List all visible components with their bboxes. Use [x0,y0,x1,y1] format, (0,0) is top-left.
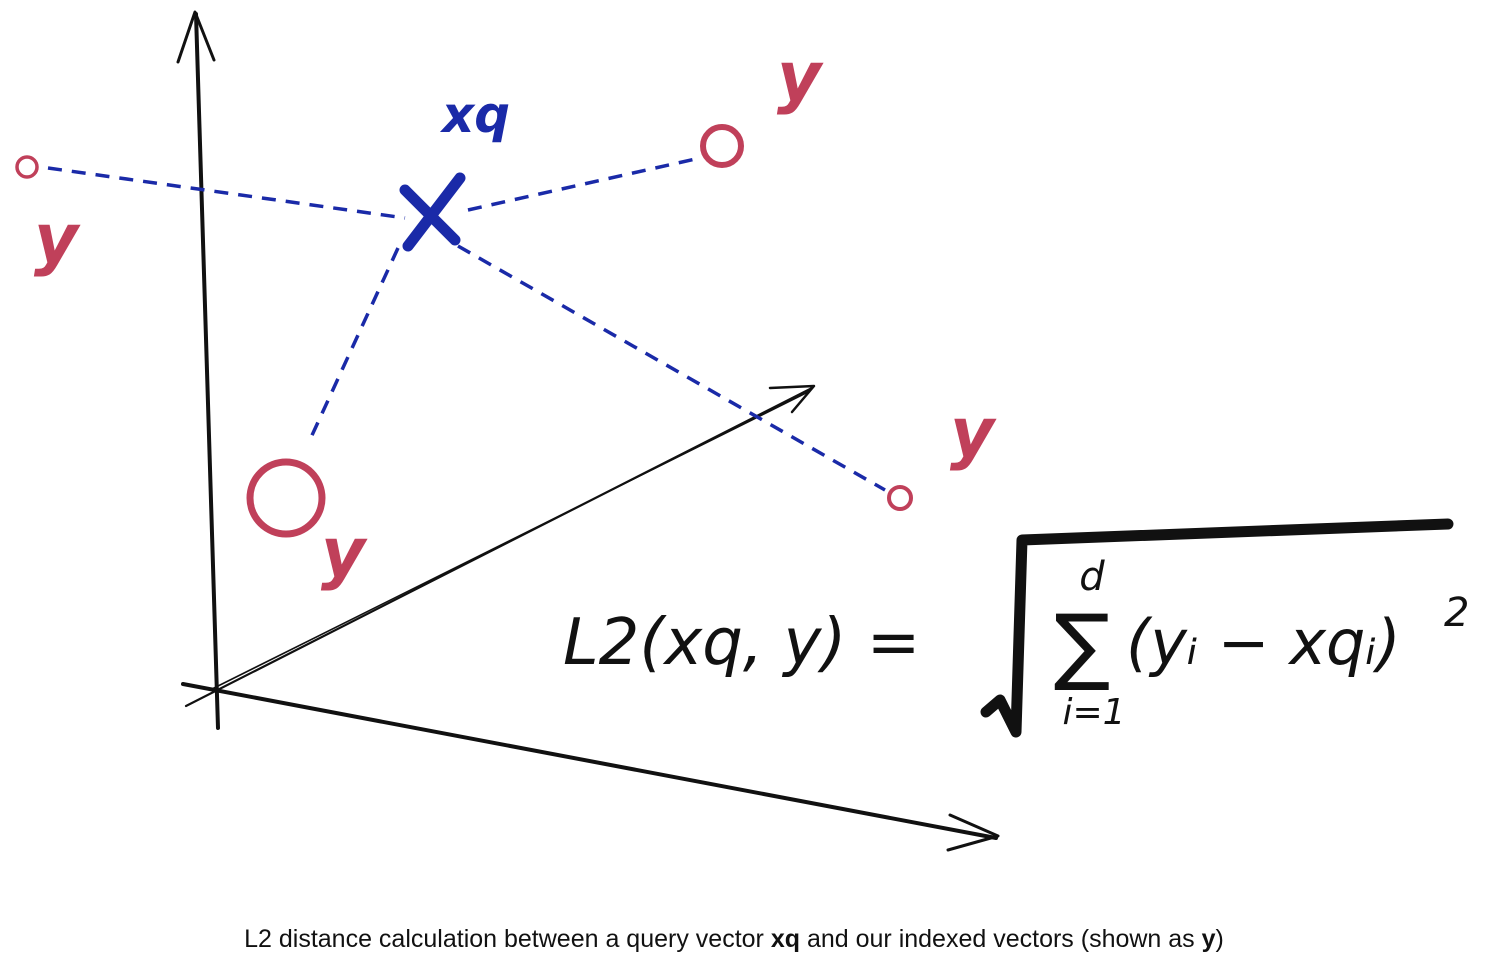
distance-line-left [47,166,406,220]
query-label: xq [439,86,510,144]
vector-point-bottom-left [246,458,326,538]
vector-labels: y y y y [34,38,997,593]
distance-line-top-right [467,156,701,212]
sum-upper-bound: d [1079,554,1105,600]
distance-lines [47,156,886,492]
sum-lower-bound: i=1 [1062,692,1125,733]
z-axis-inner-line [209,391,809,691]
l2-formula: L2(xq, y) = d ∑ i=1 (yᵢ − xqᵢ) 2 [563,518,1469,738]
vector-label-left: y [34,200,81,279]
caption-bold-vector: y [1201,925,1216,953]
caption-text-1: L2 distance calculation between a query … [244,925,771,953]
caption-bold-query: xq [770,925,801,953]
y-axis-arrowhead-icon [176,10,216,64]
vector-point-top-right [700,124,744,168]
y-axis [194,12,220,730]
x-axis-arrowhead-icon [946,813,1000,852]
query-point-marker [399,172,466,252]
caption-text-3: ) [1215,925,1224,953]
vector-point-left [15,155,39,179]
square-root-sign-icon [980,518,1454,738]
distance-line-bottom-left [306,247,400,445]
formula-summand: (yᵢ − xqᵢ) [1126,606,1401,679]
vector-points [15,124,913,538]
vector-label-bottom-right: y [950,394,997,473]
summation-sign-icon: ∑ [1054,596,1111,694]
z-axis-arrowhead-icon [768,384,816,414]
vector-point-bottom-right [887,485,913,511]
distance-line-bottom-right [457,244,886,492]
l2-distance-diagram: xq y y y y L2(xq, y) = d ∑ i=1 (yᵢ − xqᵢ… [15,10,1469,852]
formula-exponent: 2 [1444,590,1469,636]
caption-text-2: and our indexed vectors (shown as [800,925,1202,953]
coordinate-axes [176,10,1000,852]
z-axis [184,386,814,708]
vector-label-bottom-left: y [321,514,368,593]
query-cross-stroke-2 [402,172,466,252]
formula-lhs: L2(xq, y) = [563,606,920,680]
x-axis [181,682,998,840]
figure-caption: L2 distance calculation between a query … [0,925,1468,954]
vector-label-top-right: y [777,38,824,117]
